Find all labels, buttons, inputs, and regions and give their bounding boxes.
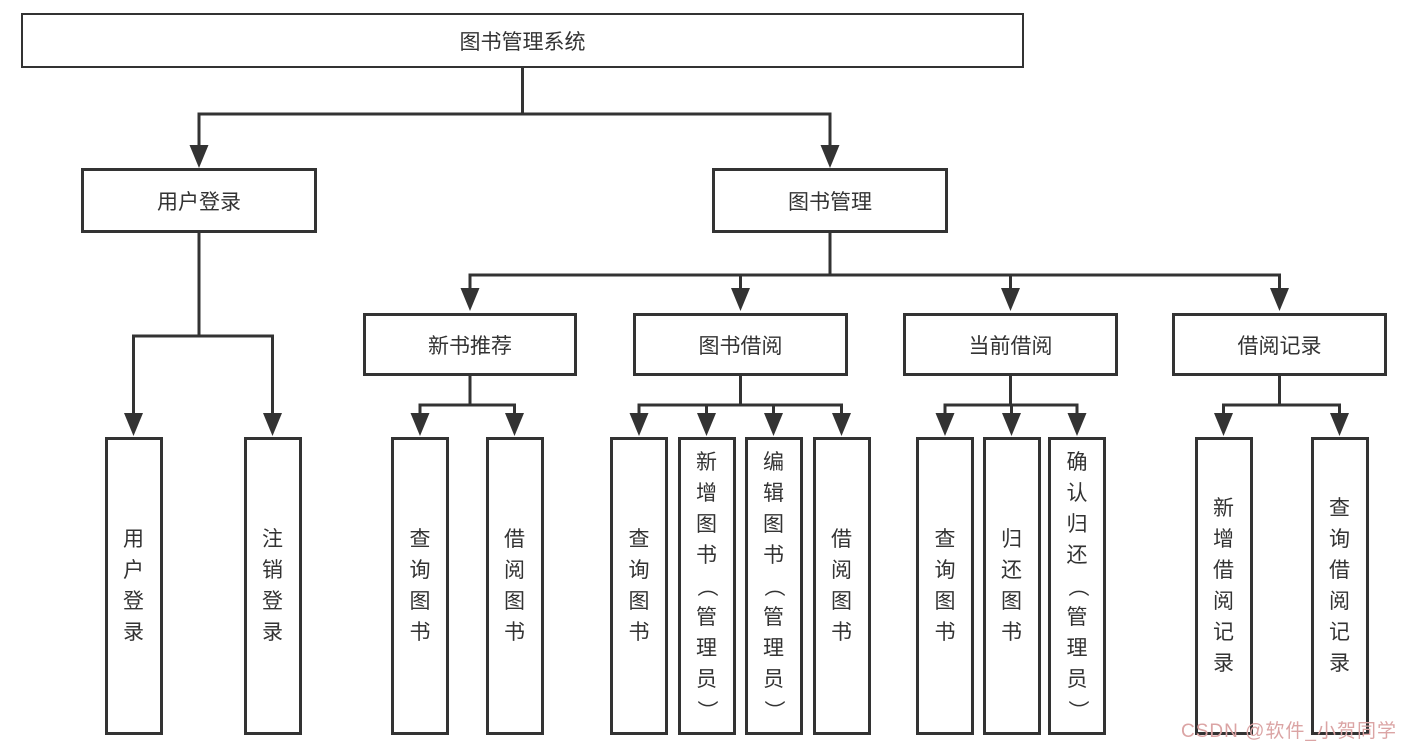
arrowhead-icon (1067, 413, 1087, 436)
leaf-label: 查询图书 (628, 528, 650, 644)
arrowhead-icon (935, 413, 955, 436)
arrowhead-icon (263, 413, 282, 436)
leaf-label: 借阅图书 (831, 528, 852, 644)
leaf-box-query-books: 查询图书 (916, 437, 974, 735)
arrowhead-icon (764, 413, 783, 436)
arrowhead-icon (697, 413, 716, 436)
csdn-watermark: CSDN @软件_小贺同学 (1181, 721, 1397, 742)
leaf-label: 确认归还（管理员） (1065, 450, 1089, 721)
leaf-box-add-borrow-record: 新增借阅记录 (1194, 437, 1253, 735)
arrowhead-icon (1270, 288, 1289, 311)
arrowhead-icon (731, 288, 750, 311)
branch-label: 用户登录 (157, 190, 241, 214)
root-box: 图书管理系统 (21, 13, 1024, 68)
leaf-box-edit-books-admin: 编辑图书（管理员） (744, 437, 803, 735)
leaf-box-query-borrow-record: 查询借阅记录 (1310, 437, 1369, 735)
leaf-box-logout: 注销登录 (243, 437, 302, 735)
arrowhead-icon (124, 413, 143, 436)
arrowhead-icon (1001, 288, 1020, 311)
arrowhead-icon (820, 145, 840, 168)
leaf-box-borrow-books: 借阅图书 (812, 437, 871, 735)
branch-box-book-management: 图书管理 (712, 168, 948, 233)
leaf-box-borrow-books: 借阅图书 (485, 437, 544, 735)
arrowhead-icon (505, 413, 524, 436)
leaf-label: 借阅图书 (504, 528, 525, 644)
leaf-label: 归还图书 (1001, 528, 1022, 644)
arrowhead-icon (1330, 413, 1349, 436)
group-box-borrowing-records: 借阅记录 (1172, 313, 1387, 376)
arrowhead-icon (1002, 413, 1021, 436)
group-label: 当前借阅 (968, 334, 1053, 358)
leaf-label: 新增借阅记录 (1213, 497, 1234, 675)
arrowhead-icon (832, 413, 851, 436)
arrowhead-icon (629, 413, 649, 436)
arrowhead-icon (460, 288, 480, 311)
root-label: 图书管理系统 (459, 30, 586, 54)
arrowhead-icon (410, 413, 430, 436)
group-box-current-borrowing: 当前借阅 (903, 313, 1118, 376)
leaf-label: 编辑图书（管理员） (762, 450, 785, 721)
arrowhead-icon (189, 145, 209, 168)
leaf-label: 查询图书 (934, 528, 956, 644)
leaf-label: 查询图书 (409, 528, 431, 644)
leaf-box-return-books: 归还图书 (982, 437, 1041, 735)
leaf-box-user-login: 用户登录 (104, 437, 163, 735)
leaf-box-query-books: 查询图书 (391, 437, 449, 735)
group-label: 图书借阅 (698, 334, 783, 358)
leaf-box-add-books-admin: 新增图书（管理员） (677, 437, 736, 735)
leaf-label: 用户登录 (123, 528, 144, 644)
group-label: 新书推荐 (428, 334, 512, 358)
branch-label: 图书管理 (788, 190, 872, 214)
group-box-book-borrowing: 图书借阅 (633, 313, 848, 376)
group-box-new-book-recommendation: 新书推荐 (363, 313, 577, 376)
leaf-label: 新增图书（管理员） (695, 450, 718, 721)
group-label: 借阅记录 (1237, 334, 1322, 358)
leaf-box-confirm-return-admin: 确认归还（管理员） (1048, 437, 1106, 735)
arrowhead-icon (1214, 413, 1233, 436)
branch-box-user-login: 用户登录 (81, 168, 317, 233)
leaf-label: 查询借阅记录 (1329, 497, 1350, 675)
leaf-box-query-books: 查询图书 (610, 437, 668, 735)
leaf-label: 注销登录 (262, 528, 283, 644)
